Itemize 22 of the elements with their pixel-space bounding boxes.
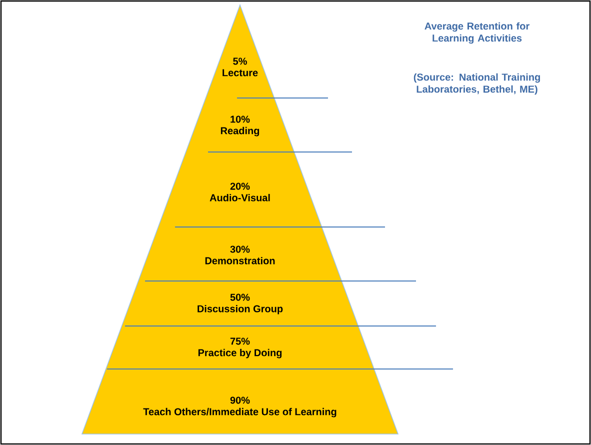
title: Average Retention for Learning Activities <box>424 22 530 44</box>
pyramid-band: 10% Reading <box>186 98 294 152</box>
node-label: Discussion Group <box>198 304 283 314</box>
node-label: 30% <box>230 246 250 253</box>
node-label: Teach Others/Immediate Use of Learning <box>143 408 336 418</box>
node-label: Practice by Doing <box>198 348 282 358</box>
pyramid-band: 30% Demonstration <box>138 227 342 281</box>
pyramid-band: 5% Lecture <box>206 5 274 98</box>
node-label: 5% <box>233 58 247 65</box>
node-label: Audio-Visual <box>210 194 270 202</box>
node-label: 50% <box>230 294 250 301</box>
pyramid-band: 50% Discussion Group <box>122 281 358 326</box>
node-label: Demonstration <box>205 256 275 264</box>
node-label: 90% <box>230 396 250 404</box>
node-label: Lecture <box>222 69 258 76</box>
node-label: Reading <box>220 126 260 136</box>
pyramid-band: 75% Practice by Doing <box>106 326 374 369</box>
node-label: 75% <box>230 338 250 345</box>
node-label: 20% <box>230 182 250 190</box>
source-note: (Source: National Training Laboratories, Bethel, ME) <box>414 73 540 95</box>
node-label: 10% <box>230 116 250 123</box>
pyramid-band: 90% Teach Others/Immediate Use of Learning <box>82 369 398 434</box>
